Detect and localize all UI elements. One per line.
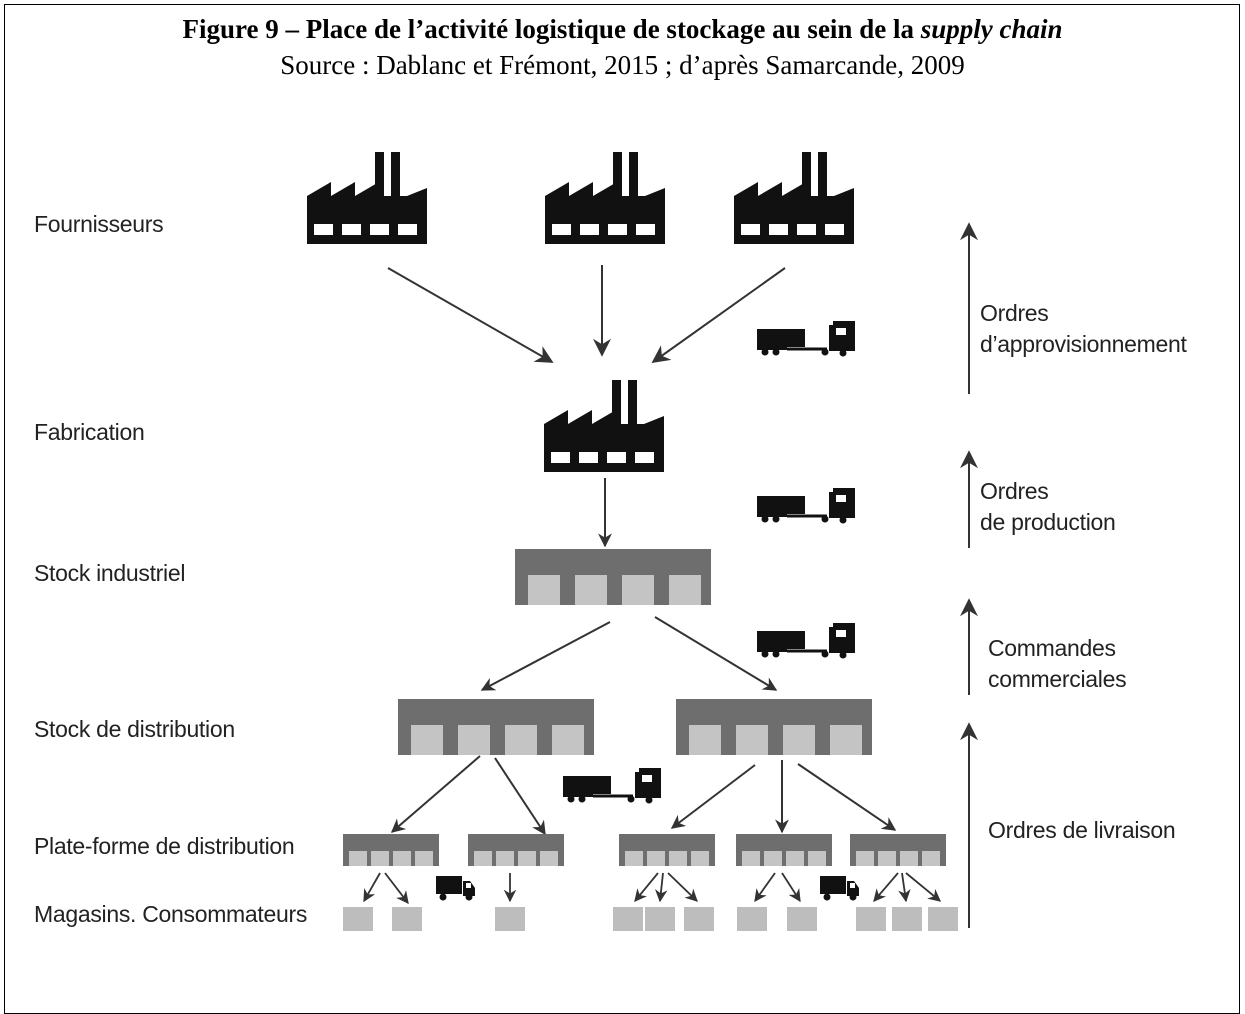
figure-title: Figure 9 – Place de l’activité logistiqu… [0, 14, 1245, 45]
label-plateforme: Plate-forme de distribution [34, 833, 295, 859]
label-appro-line1: Ordres [980, 300, 1049, 326]
flow-arrow [384, 872, 409, 904]
label-magasins: Magasins. Consommateurs [34, 901, 308, 927]
store-icon [495, 907, 525, 931]
flow-arrow [667, 872, 698, 902]
store-icon [856, 907, 886, 931]
store-icon [645, 907, 675, 931]
label-ordres-approvisionnement: Ordres d’approvisionnement [980, 298, 1187, 360]
factory-icon [545, 152, 665, 244]
flow-arrow [654, 872, 668, 903]
label-fabrication: Fabrication [34, 419, 145, 445]
figure-title-italic: supply chain [920, 14, 1063, 44]
store-icon [787, 907, 817, 931]
flow-arrow [494, 757, 546, 836]
flow-arrow [634, 872, 659, 902]
truck-icon [820, 876, 859, 901]
store-icon [613, 907, 643, 931]
label-stock-industriel: Stock industriel [34, 560, 186, 586]
flow-arrow [898, 872, 911, 903]
label-appro-line2: d’approvisionnement [980, 331, 1187, 357]
warehouse-icon [850, 834, 946, 866]
warehouse-icon [515, 549, 711, 605]
flow-arrow [873, 872, 899, 902]
flow-arrow [905, 872, 941, 902]
label-production-line2: de production [980, 509, 1116, 535]
flow-arrow [654, 616, 778, 691]
factory-icon [544, 380, 664, 472]
label-stock-distribution: Stock de distribution [34, 716, 235, 742]
figure-title-text: Figure 9 – Place de l’activité logistiqu… [182, 14, 921, 44]
flow-arrow [781, 872, 801, 903]
flow-arrow [480, 621, 611, 691]
flow-arrow [651, 267, 786, 364]
flow-arrow [387, 267, 554, 363]
store-icon [392, 907, 422, 931]
store-icon [737, 907, 767, 931]
factory-icon [307, 152, 427, 244]
truck-icon [755, 621, 857, 660]
label-fournisseurs: Fournisseurs [34, 211, 164, 237]
warehouse-icon [398, 699, 594, 755]
warehouse-icon [343, 834, 439, 866]
truck-icon [755, 486, 857, 525]
figure-source: Source : Dablanc et Frémont, 2015 ; d’ap… [280, 50, 965, 80]
label-ordres-livraison: Ordres de livraison [988, 817, 1176, 843]
label-commandes-commerciales: Commandes commerciales [988, 633, 1127, 695]
flow-arrow [363, 872, 381, 903]
store-icon [343, 907, 373, 931]
warehouse-icon [676, 699, 872, 755]
flow-arrow [670, 764, 756, 829]
warehouse-icon [619, 834, 715, 866]
label-ordres-production: Ordres de production [980, 476, 1116, 538]
store-icon [928, 907, 958, 931]
factory-icon [734, 152, 854, 244]
warehouse-icon [468, 834, 564, 866]
truck-icon [755, 319, 857, 358]
truck-icon [436, 876, 475, 901]
label-commandes-line2: commerciales [988, 666, 1127, 692]
store-icon [684, 907, 714, 931]
flow-arrow [754, 872, 776, 903]
flow-arrow [797, 763, 897, 831]
label-commandes-line1: Commandes [988, 635, 1116, 661]
flow-arrow [390, 755, 481, 833]
label-production-line1: Ordres [980, 478, 1049, 504]
store-icon [892, 907, 922, 931]
warehouse-icon [736, 834, 832, 866]
truck-icon [561, 766, 663, 805]
